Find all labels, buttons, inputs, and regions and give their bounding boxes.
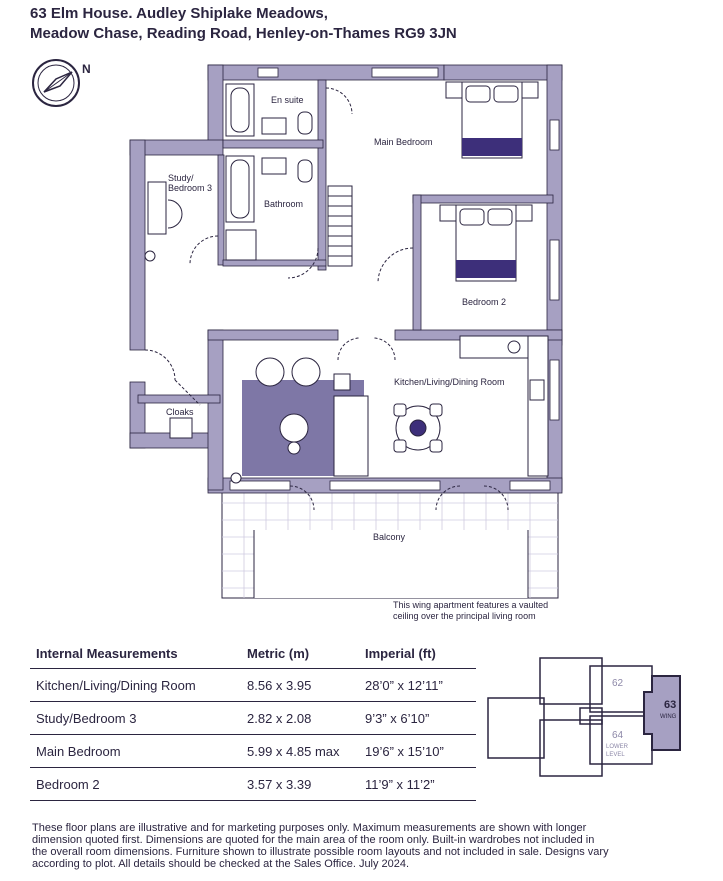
- room-name: Study/Bedroom 3: [36, 710, 137, 726]
- north-label: N: [82, 62, 91, 76]
- table-header-row: Internal Measurements Metric (m) Imperia…: [30, 638, 476, 669]
- windows: [229, 67, 560, 491]
- plot-address: 63 Elm House. Audley Shiplake Meadows, M…: [30, 4, 457, 44]
- compass-icon: [32, 59, 80, 107]
- header-imperial: Imperial (ft): [365, 645, 436, 661]
- door-swings: [144, 87, 509, 511]
- imperial-value: 11’9” x 11’2”: [365, 776, 435, 792]
- measurements-table: Internal Measurements Metric (m) Imperia…: [30, 638, 476, 801]
- note-line-2: ceiling over the principal living room: [393, 611, 536, 621]
- note-line-1: This wing apartment features a vaulted: [393, 600, 549, 610]
- header-metric: Metric (m): [247, 645, 310, 661]
- label-study-bedroom-3: Bedroom 3: [168, 183, 212, 193]
- disclaimer-line-1: These floor plans are illustrative and f…: [32, 822, 587, 834]
- balcony-area: [221, 485, 559, 599]
- disclaimer: These floor plans are illustrative and f…: [32, 822, 712, 870]
- key-wing: WING: [660, 714, 677, 720]
- metric-value: 3.57 x 3.39: [247, 776, 312, 792]
- imperial-value: 9’3” x 6’10”: [365, 710, 430, 726]
- table-row: Study/Bedroom 3 2.82 x 2.08 9’3” x 6’10”: [30, 702, 476, 735]
- floor-plan: N: [32, 59, 563, 599]
- metric-value: 5.99 x 4.85 max: [247, 743, 340, 759]
- key-unit-64: 64: [612, 730, 624, 741]
- key-unit-62: 62: [612, 678, 624, 689]
- label-kitchen: Kitchen/Living/Dining Room: [394, 377, 505, 387]
- cloaks-cupboard: [169, 417, 193, 439]
- label-bathroom: Bathroom: [264, 199, 303, 209]
- imperial-value: 19’6” x 15’10”: [365, 743, 444, 759]
- study-desk: [144, 181, 183, 262]
- main-bed: [445, 81, 539, 159]
- key-lower: LOWER: [606, 744, 629, 750]
- label-study: Study/: [168, 173, 194, 183]
- address-line-1: 63 Elm House. Audley Shiplake Meadows,: [30, 5, 328, 22]
- second-bed: [439, 204, 533, 282]
- disclaimer-line-3: the overall room dimensions. Furniture s…: [32, 846, 609, 858]
- dining-table: [393, 403, 443, 453]
- room-name: Main Bedroom: [36, 743, 121, 759]
- label-cloaks: Cloaks: [166, 407, 194, 417]
- metric-value: 2.82 x 2.08: [247, 710, 312, 726]
- label-bedroom-2: Bedroom 2: [462, 297, 506, 307]
- living-furniture: [230, 357, 369, 484]
- bathroom-fixtures: [225, 83, 313, 261]
- room-name: Kitchen/Living/Dining Room: [36, 677, 196, 693]
- kitchen-units: [459, 335, 549, 477]
- label-en-suite: En suite: [271, 95, 304, 105]
- table-row: Kitchen/Living/Dining Room 8.56 x 3.95 2…: [30, 669, 476, 702]
- room-name: Bedroom 2: [36, 776, 100, 792]
- disclaimer-line-2: dimension quoted first. Dimensions are q…: [32, 834, 595, 846]
- imperial-value: 28’0” x 12’11”: [365, 677, 443, 693]
- table-row: Bedroom 2 3.57 x 3.39 11’9” x 11’2”: [30, 768, 476, 801]
- key-unit-63: 63: [664, 699, 676, 711]
- metric-value: 8.56 x 3.95: [247, 677, 312, 693]
- disclaimer-line-4: according to plot. All details should be…: [32, 858, 410, 870]
- vaulted-ceiling-note: This wing apartment features a vaulted c…: [393, 600, 548, 622]
- table-row: Main Bedroom 5.99 x 4.85 max 19’6” x 15’…: [30, 735, 476, 768]
- staircase: [327, 185, 353, 267]
- header-internal: Internal Measurements: [36, 645, 178, 661]
- key-level: LEVEL: [606, 752, 625, 758]
- label-main-bedroom: Main Bedroom: [374, 137, 433, 147]
- address-line-2: Meadow Chase, Reading Road, Henley-on-Th…: [30, 25, 457, 42]
- key-plan: 62 63 WING 64 LOWER LEVEL: [487, 657, 681, 777]
- label-balcony: Balcony: [373, 532, 406, 542]
